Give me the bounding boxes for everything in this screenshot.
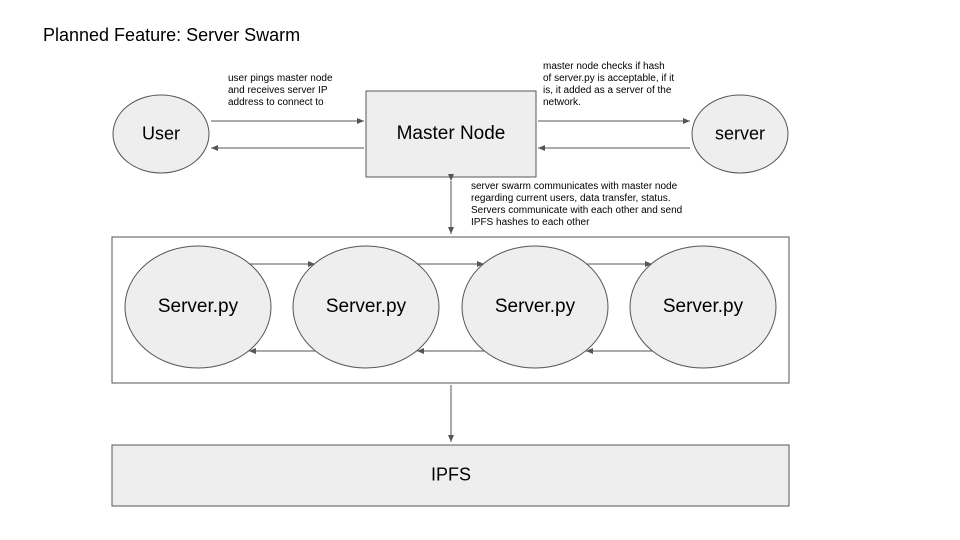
user-node-shape	[112, 94, 210, 174]
server-node-label: server	[714, 123, 766, 144]
note-user-master: user pings master node and receives serv…	[228, 73, 333, 108]
master-node-label: Master Node	[396, 123, 506, 144]
swarm-server-label-2: Server.py	[325, 296, 407, 317]
swarm-server-label-4: Server.py	[662, 296, 744, 317]
ipfs-node-label: IPFS	[430, 464, 472, 485]
user-node-label: User	[141, 123, 181, 144]
ipfs-node-shape	[111, 444, 790, 507]
swarm-server-label-3: Server.py	[494, 296, 576, 317]
note-master-server: master node checks if hash of server.py …	[543, 61, 675, 108]
server-node-shape	[691, 94, 789, 174]
page-title: Planned Feature: Server Swarm	[43, 25, 301, 45]
swarm-server-shape-2	[292, 245, 440, 369]
swarm-server-shape-3	[461, 245, 609, 369]
note-master-swarm: server swarm communicates with master no…	[471, 181, 683, 228]
master-node-shape	[365, 90, 537, 178]
swarm-server-shape-1	[124, 245, 272, 369]
swarm-server-label-1: Server.py	[157, 296, 239, 317]
swarm-server-shape-4	[629, 245, 777, 369]
